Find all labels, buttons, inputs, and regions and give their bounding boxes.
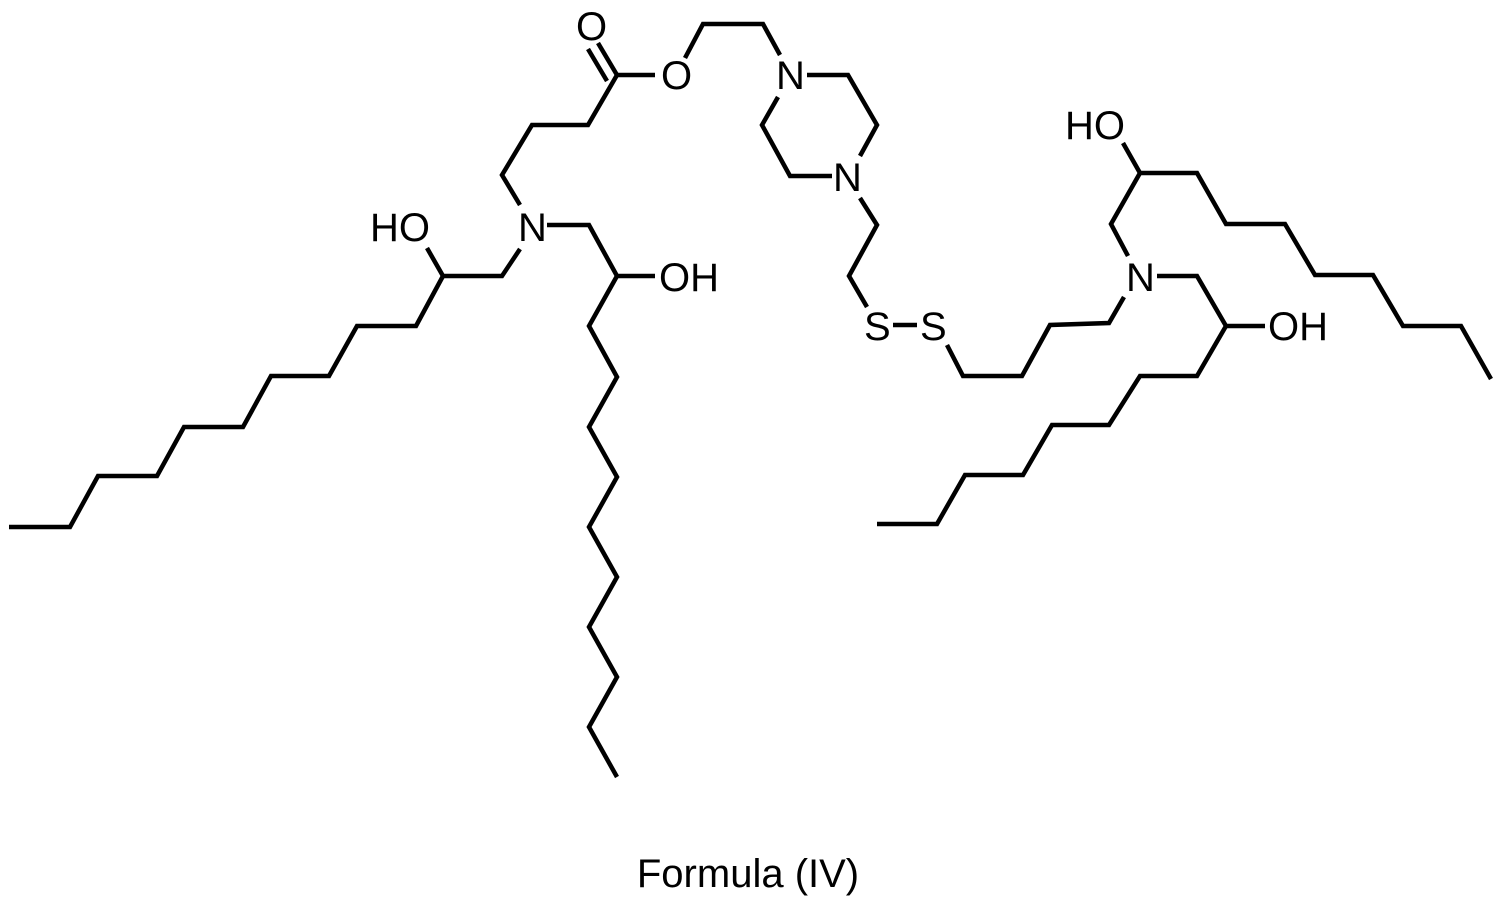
right-amine-branch-2 [877, 273, 1265, 527]
right-hydroxyl-ho-label: HO [1065, 104, 1125, 148]
right-hydroxyl-oh-label: OH [1268, 305, 1328, 349]
sulfur-1-label: S [864, 305, 891, 349]
left-hydroxyl-oh-label: OH [659, 256, 719, 300]
s2-propyl-chain [945, 295, 1126, 379]
piperazine-n2-label: N [833, 156, 862, 200]
right-amine-n-label: N [1126, 256, 1155, 300]
n2-ethyl-to-sulfur [846, 196, 880, 309]
left-amine-branch-1 [9, 246, 522, 530]
piperazine-n1-label: N [776, 54, 805, 98]
carbonyl-oxygen-label: O [576, 5, 607, 49]
right-amine-branch-1 [1108, 141, 1493, 381]
piperazine-ring [759, 72, 880, 179]
ethyl-linker [683, 21, 782, 60]
sulfur-2-label: S [920, 305, 947, 349]
ester-oxygen-label: O [661, 54, 692, 98]
left-amine-n-label: N [518, 206, 547, 250]
figure-caption: Formula (IV) [636, 852, 860, 896]
left-hydroxyl-ho-label: HO [370, 206, 430, 250]
ester-group [499, 41, 655, 207]
left-amine-branch-2 [547, 222, 655, 779]
